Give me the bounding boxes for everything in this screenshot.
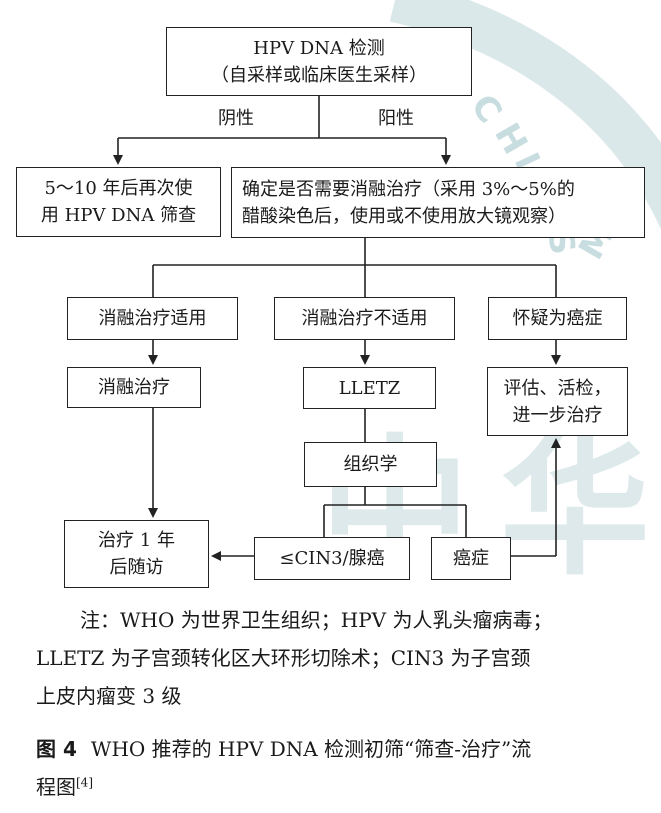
figure-caption: 图 4 WHO 推荐的 HPV DNA 检测初筛“筛查-治疗”流 程图[4] — [36, 730, 641, 806]
ablation-decision-line-2: 醋酸染色后，使用或不使用放大镜观察） — [242, 205, 566, 227]
suspected-cancer-box: 怀疑为癌症 — [488, 297, 627, 340]
cancer-label: 癌症 — [453, 548, 489, 569]
hpv-dna-test-box: HPV DNA 检测 （自采样或临床医生采样） — [166, 27, 472, 96]
ablation-treatment-box: 消融治疗 — [67, 367, 201, 408]
positive-label: 阳性 — [378, 108, 414, 129]
ablation-eligible-box: 消融治疗适用 — [67, 297, 238, 340]
flowchart-connectors — [113, 96, 561, 561]
hpv-dna-test-title: HPV DNA 检测 — [253, 37, 385, 59]
followup-box: 治疗 1 年 后随访 — [64, 520, 209, 588]
sampling-method: （自采样或临床医生采样） — [211, 64, 427, 86]
histology-label: 组织学 — [343, 454, 398, 475]
ablation-decision-line-1: 确定是否需要消融治疗（采用 3%～5%的 — [242, 178, 575, 200]
ablation-treatment-label: 消融治疗 — [98, 377, 170, 398]
ablation-ineligible-box: 消融治疗不适用 — [274, 297, 455, 340]
assessment-line-1: 评估、活检， — [503, 377, 612, 399]
cin3-label: ≤CIN3/腺癌 — [279, 548, 385, 569]
abbreviation-note: 注：WHO 为世界卫生组织；HPV 为人乳头瘤病毒； LLETZ 为子宫颈转化区… — [36, 601, 641, 715]
negative-label: 阴性 — [218, 108, 254, 129]
ablation-ineligible-label: 消融治疗不适用 — [301, 308, 428, 329]
ablation-eligible-label: 消融治疗适用 — [98, 308, 207, 329]
ablation-decision-box: 确定是否需要消融治疗（采用 3%～5%的 醋酸染色后，使用或不使用放大镜观察） — [231, 167, 645, 238]
cancer-box: 癌症 — [431, 537, 511, 580]
caption-text-cont: 程图 — [36, 775, 76, 799]
rescreen-box: 5～10 年后再次使 用 HPV DNA 筛查 — [16, 167, 221, 237]
followup-line-2: 后随访 — [109, 557, 164, 578]
note-line: LLETZ 为子宫颈转化区大环形切除术；CIN3 为子宫颈 — [36, 646, 531, 670]
lletz-box: LLETZ — [303, 367, 436, 409]
cin3-box: ≤CIN3/腺癌 — [254, 537, 410, 580]
figure-label: 图 4 — [36, 737, 77, 761]
lletz-label: LLETZ — [338, 377, 401, 399]
rescreen-line-2: 用 HPV DNA 筛查 — [40, 205, 197, 226]
caption-text: WHO 推荐的 HPV DNA 检测初筛“筛查-治疗”流 — [90, 737, 532, 761]
assessment-box: 评估、活检， 进一步治疗 — [487, 367, 628, 436]
suspected-cancer-label: 怀疑为癌症 — [512, 308, 603, 329]
reference-marker[interactable]: [4] — [76, 775, 93, 790]
followup-line-1: 治疗 1 年 — [98, 530, 175, 551]
note-line: 注：WHO 为世界卫生组织；HPV 为人乳头瘤病毒； — [80, 608, 553, 632]
rescreen-line-1: 5～10 年后再次使 — [44, 178, 193, 199]
histology-box: 组织学 — [304, 442, 437, 487]
assessment-line-2: 进一步治疗 — [512, 404, 603, 426]
note-line: 上皮内瘤变 3 级 — [36, 684, 182, 708]
